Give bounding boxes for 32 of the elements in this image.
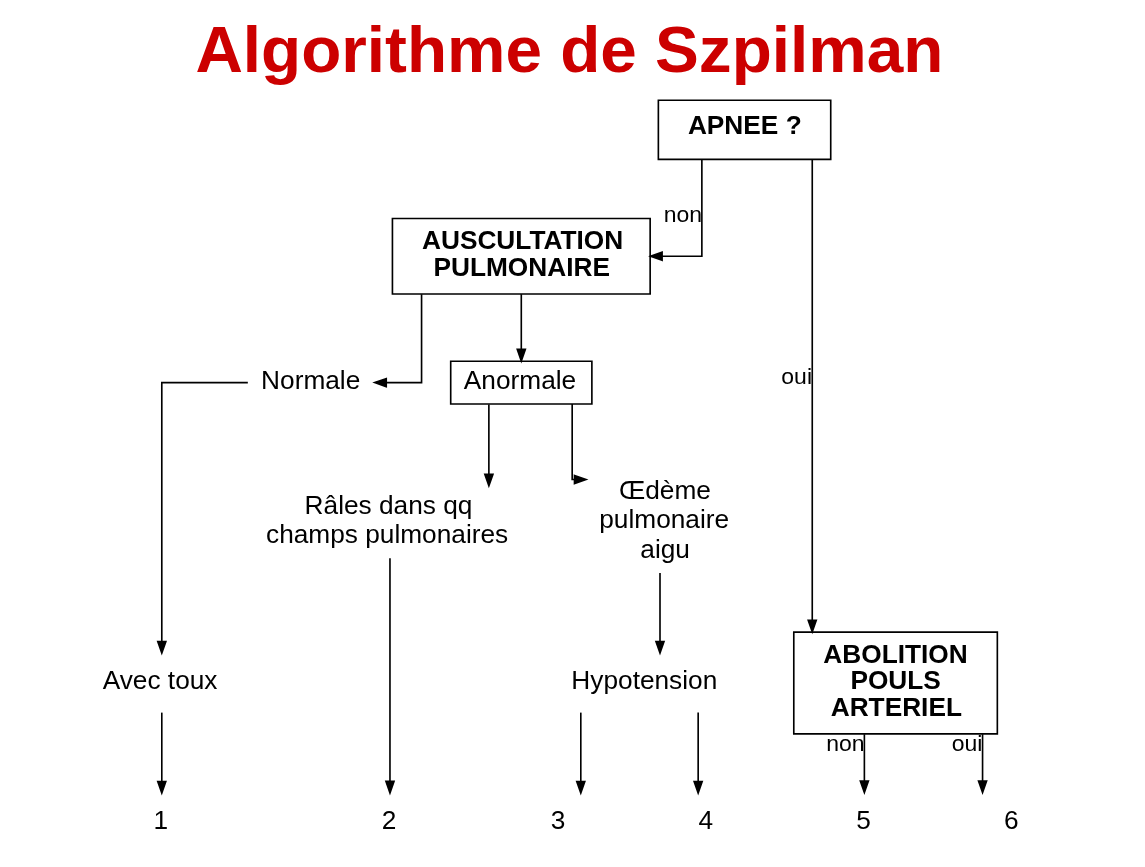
node-box: AUSCULTATION PULMONAIRE [391, 217, 651, 295]
node-text: 6 [1003, 804, 1019, 835]
arrow [483, 403, 494, 489]
arrow [647, 158, 703, 262]
node-text: 1 [153, 804, 168, 835]
node-text: Œdème pulmonaire aigu [598, 474, 729, 564]
arrow [654, 572, 665, 656]
node-text: Râles dans qq champs pulmonaires [265, 489, 508, 550]
arrow [515, 293, 526, 364]
node-box: APNEE ? [657, 99, 832, 161]
node-text: Hypotension [570, 665, 717, 696]
node-text: 5 [855, 804, 871, 835]
arrow [156, 711, 167, 796]
node-text: 4 [698, 804, 713, 835]
node-box: Anormale [449, 360, 593, 405]
arrow [575, 711, 586, 796]
arrow [806, 158, 817, 635]
arrow [371, 293, 422, 388]
diagram-title: Algorithme de Szpilman [194, 13, 943, 87]
arrow [692, 711, 703, 796]
arrow [976, 733, 988, 795]
node-text: Normale [260, 364, 360, 395]
arrow [156, 381, 249, 656]
edge-label: oui [780, 362, 812, 389]
arrow [570, 403, 588, 485]
arrow [858, 733, 870, 795]
node-text: 2 [381, 804, 396, 835]
node-box: ABOLITION POULS ARTERIEL [792, 631, 998, 735]
arrow [384, 557, 395, 796]
node-text: 3 [550, 804, 565, 835]
node-text: Avec toux [102, 665, 217, 696]
edge-label: non [663, 200, 702, 227]
